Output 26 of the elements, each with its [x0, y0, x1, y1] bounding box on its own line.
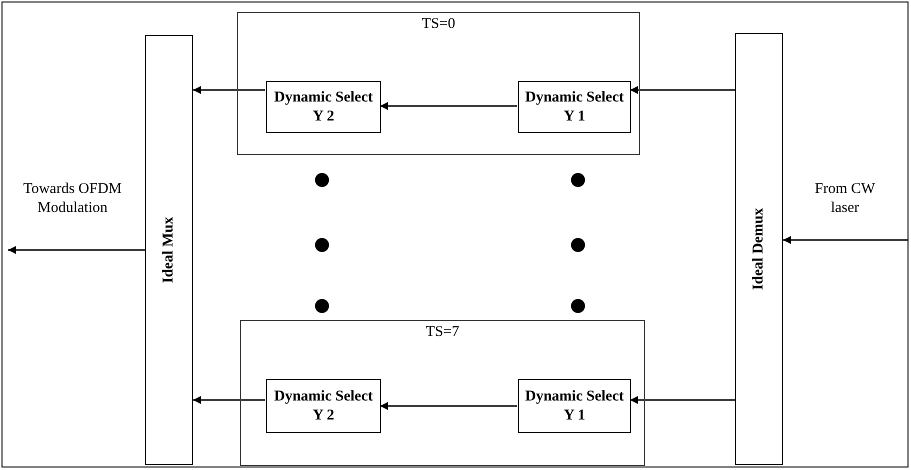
process-bar	[735, 33, 783, 465]
process-bar	[145, 35, 193, 465]
process-box	[266, 81, 381, 133]
process-box	[518, 81, 631, 133]
arrow	[630, 86, 735, 94]
arrow	[380, 102, 517, 110]
box-label: Dynamic Select Y 2	[273, 387, 374, 425]
box-label: Ideal Demux	[750, 208, 768, 290]
group-box	[237, 12, 640, 155]
box-label: Dynamic Select Y 2	[273, 88, 374, 126]
box-label: Ideal Mux	[160, 216, 178, 284]
arrow	[783, 236, 908, 244]
arrow	[630, 396, 735, 404]
arrow	[380, 402, 517, 410]
arrow	[193, 86, 265, 94]
box-label: Dynamic Select Y 1	[524, 88, 625, 126]
group-title: TS=0	[420, 15, 456, 34]
box-label: Dynamic Select Y 1	[524, 387, 625, 425]
group-title: TS=7	[424, 323, 460, 342]
arrow	[193, 396, 265, 404]
signal-label: From CW laser	[814, 180, 876, 218]
group-box	[240, 320, 645, 466]
signal-label: Towards OFDM Modulation	[22, 180, 123, 218]
process-box	[518, 379, 631, 433]
arrow	[8, 246, 145, 254]
process-box	[266, 379, 381, 433]
